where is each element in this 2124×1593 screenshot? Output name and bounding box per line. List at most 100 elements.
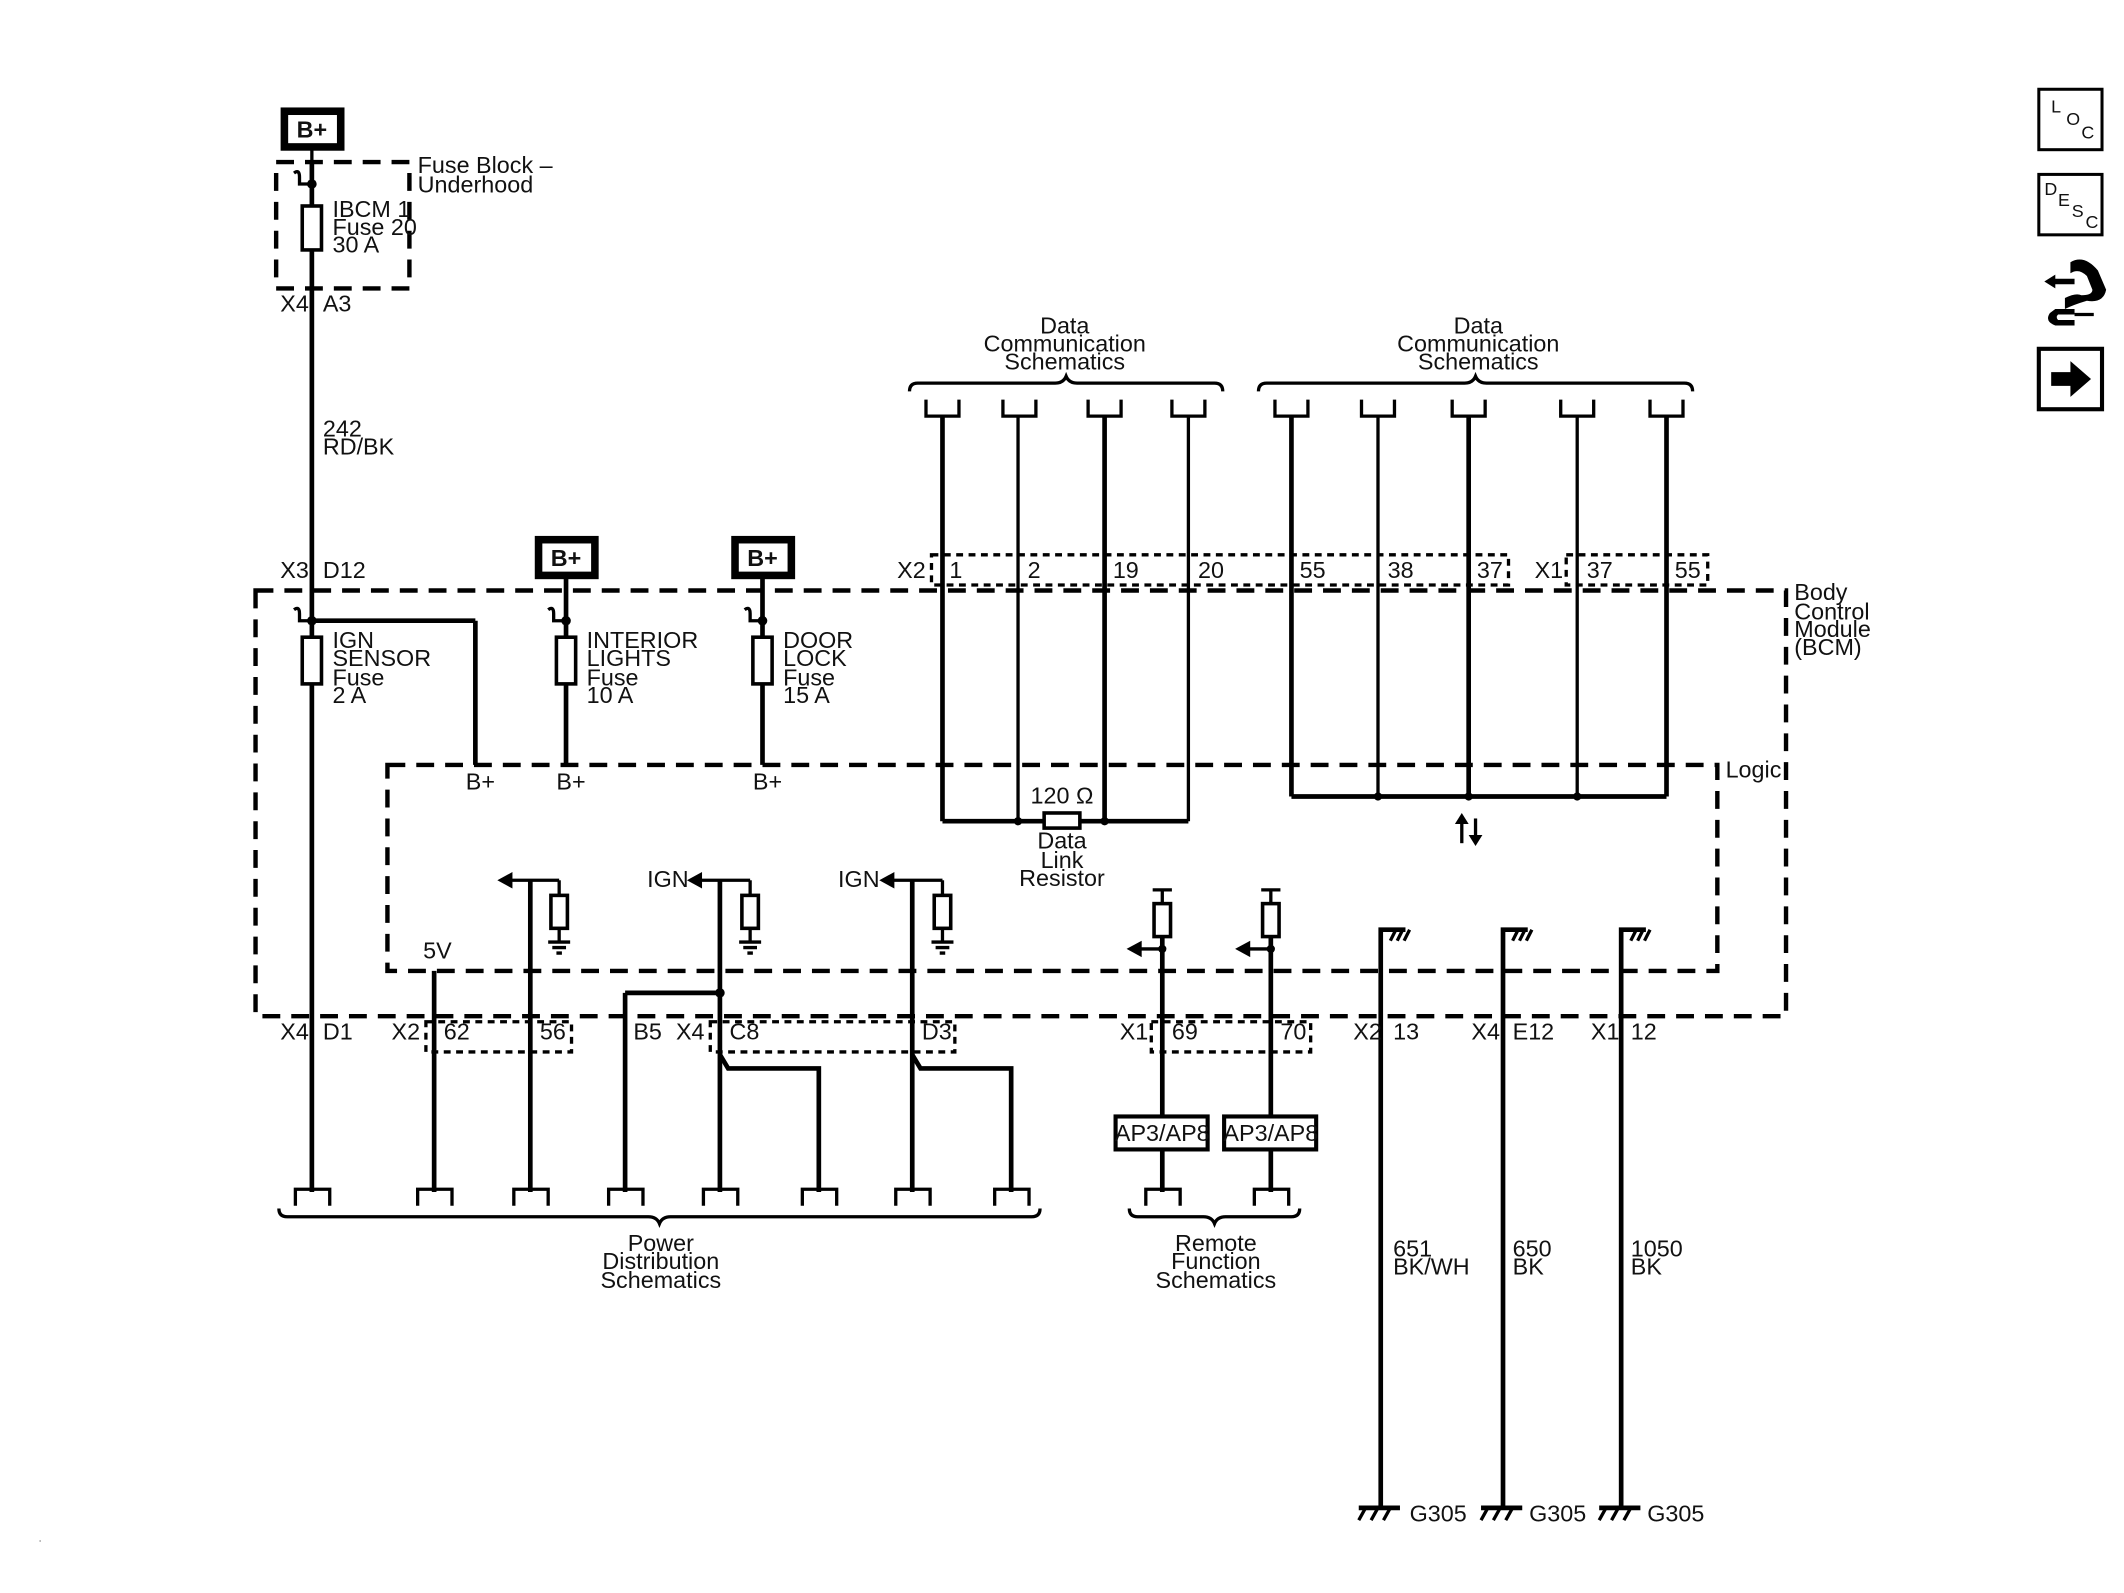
svg-text:13: 13 [1393, 1019, 1419, 1045]
data-comm-brace-2 [1256, 371, 1695, 392]
fuse-ibcm1-icon [300, 204, 324, 252]
battery-box [280, 107, 345, 151]
svg-text:651: 651 [1393, 1236, 1432, 1262]
pullup-input-70 [1235, 888, 1281, 1116]
svg-text:Resistor: Resistor [1019, 865, 1105, 891]
svg-text:120 Ω: 120 Ω [1031, 782, 1094, 808]
svg-text:X4: X4 [676, 1019, 705, 1045]
svg-text:Schematics: Schematics [600, 1267, 721, 1293]
svg-text:B5: B5 [633, 1019, 662, 1045]
svg-text:BK: BK [1513, 1253, 1545, 1279]
svg-text:Data: Data [1037, 828, 1086, 854]
svg-text:Remote: Remote [1175, 1230, 1257, 1256]
svg-text:Data: Data [1454, 313, 1503, 339]
internal-ground-12 [1618, 927, 1652, 1508]
svg-text:37: 37 [1587, 557, 1613, 583]
connector-x4-bottom [708, 1020, 957, 1054]
svg-text:Control: Control [1794, 598, 1869, 624]
svg-text:D1: D1 [323, 1019, 353, 1045]
svg-text:G305: G305 [1410, 1501, 1467, 1527]
pulldown-input-c8 [686, 872, 762, 1193]
svg-text:X4: X4 [280, 1019, 309, 1045]
svg-text:X4: X4 [280, 291, 309, 317]
svg-text:AP3/AP8: AP3/AP8 [1115, 1120, 1210, 1146]
svg-text:B+: B+ [753, 769, 782, 795]
svg-text:10 A: 10 A [587, 682, 634, 708]
svg-text:Schematics: Schematics [1004, 348, 1125, 374]
svg-text:LIGHTS: LIGHTS [587, 645, 671, 671]
loc-icon[interactable]: L O C [2037, 87, 2104, 152]
bcm-logic [385, 762, 1720, 974]
svg-text:Function: Function [1171, 1248, 1261, 1274]
svg-text:Communication: Communication [1397, 331, 1559, 357]
bidirectional-arrows-icon [1454, 812, 1483, 846]
svg-text:X2: X2 [1353, 1019, 1382, 1045]
svg-text:D3: D3 [922, 1019, 952, 1045]
bottom-terminals [293, 1187, 1291, 1206]
svg-text:Communication: Communication [984, 331, 1146, 357]
fuse-fork-icon [293, 170, 312, 186]
svg-text:Fuse 20: Fuse 20 [332, 214, 416, 240]
ground-g305-icon [1597, 1505, 1641, 1522]
svg-text:E: E [2058, 190, 2070, 210]
pulldown-input-56 [497, 872, 571, 1193]
svg-text:2: 2 [1028, 557, 1041, 583]
next-arrow-icon[interactable] [2036, 346, 2105, 412]
svg-text:INTERIOR: INTERIOR [587, 627, 699, 653]
svg-text:69: 69 [1172, 1019, 1198, 1045]
pulldown-input-d3 [879, 872, 954, 1193]
data-link-resistor-icon [1042, 811, 1082, 830]
connector-tool-icon[interactable] [2044, 259, 2107, 326]
svg-text:Schematics: Schematics [1156, 1267, 1277, 1293]
fuse-block-underhood [273, 159, 412, 291]
svg-text:L: L [2051, 97, 2061, 117]
svg-text:B+: B+ [297, 116, 328, 142]
connector-x2-top [929, 553, 1511, 587]
svg-text:Fuse Block –: Fuse Block – [418, 152, 553, 178]
svg-text:X4: X4 [1471, 1019, 1500, 1045]
ground-g305-icon [1357, 1505, 1400, 1522]
svg-text:Schematics: Schematics [1418, 348, 1539, 374]
svg-text:B+: B+ [747, 545, 778, 571]
battery-box-interior [534, 535, 599, 580]
svg-text:55: 55 [1300, 557, 1326, 583]
svg-text:RD/BK: RD/BK [323, 434, 395, 460]
svg-text:1050: 1050 [1631, 1236, 1683, 1262]
svg-text:AP3/AP8: AP3/AP8 [1223, 1120, 1318, 1146]
ground-g305-icon [1479, 1505, 1523, 1522]
fuse-ign-sensor-icon [300, 635, 324, 686]
svg-text:15 A: 15 A [783, 682, 830, 708]
svg-text:30 A: 30 A [332, 232, 379, 258]
svg-text:Logic: Logic [1726, 756, 1782, 782]
svg-text:C: C [2081, 123, 2094, 143]
svg-text:Data: Data [1040, 313, 1089, 339]
fuse-door-lock-icon [751, 635, 774, 686]
desc-icon[interactable]: D E S C [2037, 172, 2104, 237]
svg-text:55: 55 [1675, 557, 1701, 583]
svg-text:BK/WH: BK/WH [1393, 1253, 1470, 1279]
svg-text:56: 56 [540, 1019, 566, 1045]
svg-text:37: 37 [1477, 557, 1503, 583]
svg-text:·: · [38, 1536, 41, 1547]
pullup-input-69 [1126, 888, 1173, 1116]
svg-text:IGN: IGN [332, 627, 374, 653]
svg-text:X1: X1 [1591, 1019, 1620, 1045]
fuse-fork-icon [293, 606, 312, 623]
svg-text:Power: Power [628, 1230, 694, 1256]
svg-text:12: 12 [1631, 1019, 1657, 1045]
svg-text:62: 62 [444, 1019, 470, 1045]
data-comm-brace-1 [907, 371, 1225, 392]
fuse-interior-lights-icon [554, 635, 578, 686]
svg-text:Module: Module [1794, 616, 1871, 642]
svg-text:B+: B+ [556, 769, 585, 795]
svg-text:1: 1 [949, 557, 962, 583]
data-bus-wires [940, 416, 1669, 830]
svg-text:B+: B+ [466, 769, 495, 795]
svg-text:(BCM): (BCM) [1794, 634, 1861, 660]
svg-text:Fuse: Fuse [783, 664, 835, 690]
bcm-outline [253, 588, 1789, 1019]
svg-text:DOOR: DOOR [783, 627, 853, 653]
svg-text:Fuse: Fuse [332, 664, 384, 690]
internal-ground-13 [1378, 927, 1412, 1508]
svg-text:S: S [2072, 201, 2084, 221]
